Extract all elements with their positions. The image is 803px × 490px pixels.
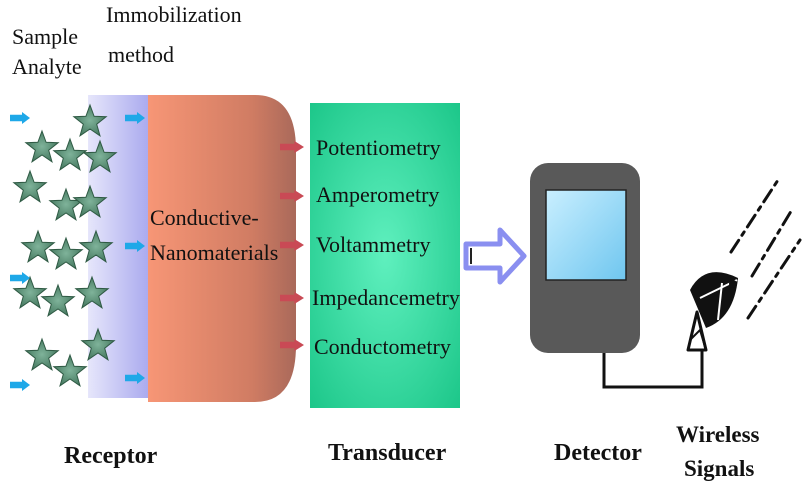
conductive-label-1: Conductive- [150, 205, 259, 230]
sample-analyte-label-2: Analyte [12, 54, 82, 79]
wireless-label-2: Signals [684, 456, 754, 481]
arrow-right-icon [10, 272, 30, 284]
transducer-label: Transducer [328, 440, 447, 466]
arrow-right-icon [280, 190, 304, 202]
sample-analyte-label-1: Sample [12, 24, 78, 49]
method-impedancemetry: Impedancemetry [312, 285, 460, 310]
immobilization-label-2: method [108, 42, 174, 67]
wireless-label-1: Wireless [676, 422, 760, 447]
method-voltammetry: Voltammetry [316, 232, 430, 257]
star-icon [48, 236, 84, 270]
star-icon [52, 137, 88, 171]
arrow-right-icon [125, 240, 145, 252]
cable [602, 345, 704, 389]
arrow-right-icon [280, 339, 304, 351]
star-icon [24, 129, 60, 163]
detector-label: Detector [554, 440, 642, 466]
conductive-label-2: Nanomaterials [150, 240, 278, 265]
arrow-right-icon [280, 292, 304, 304]
star-icon [40, 283, 76, 317]
star-icon [78, 229, 114, 263]
star-icon [48, 187, 84, 221]
transducer-box [310, 103, 460, 408]
detector-device [530, 163, 640, 353]
arrow-right-icon [10, 112, 30, 124]
wireless-signal-lines [729, 178, 802, 320]
arrow-right-icon [10, 379, 30, 391]
satellite-dish-icon [686, 272, 738, 352]
arrow-right-icon [280, 239, 304, 251]
detector-screen [545, 189, 627, 281]
cyan-arrows [10, 112, 145, 391]
arrow-right-icon [125, 372, 145, 384]
immobilization-label-1: Immobilization [106, 2, 242, 27]
analyte-stars [12, 103, 118, 387]
star-icon [80, 327, 116, 361]
star-icon [74, 275, 110, 309]
method-amperometry: Amperometry [316, 182, 439, 207]
star-icon [12, 275, 48, 309]
star-icon [24, 337, 60, 371]
receptor-label: Receptor [64, 443, 158, 469]
nanomaterial-block [148, 95, 296, 402]
red-arrows [280, 141, 304, 351]
method-potentiometry: Potentiometry [316, 135, 441, 160]
block-arrow-icon [463, 227, 527, 285]
star-icon [82, 139, 118, 173]
arrow-right-icon [125, 112, 145, 124]
star-icon [72, 184, 108, 218]
star-icon [12, 169, 48, 203]
star-icon [52, 353, 88, 387]
star-icon [72, 103, 108, 137]
arrow-right-icon [280, 141, 304, 153]
star-icon [20, 229, 56, 263]
method-conductometry: Conductometry [314, 334, 451, 359]
